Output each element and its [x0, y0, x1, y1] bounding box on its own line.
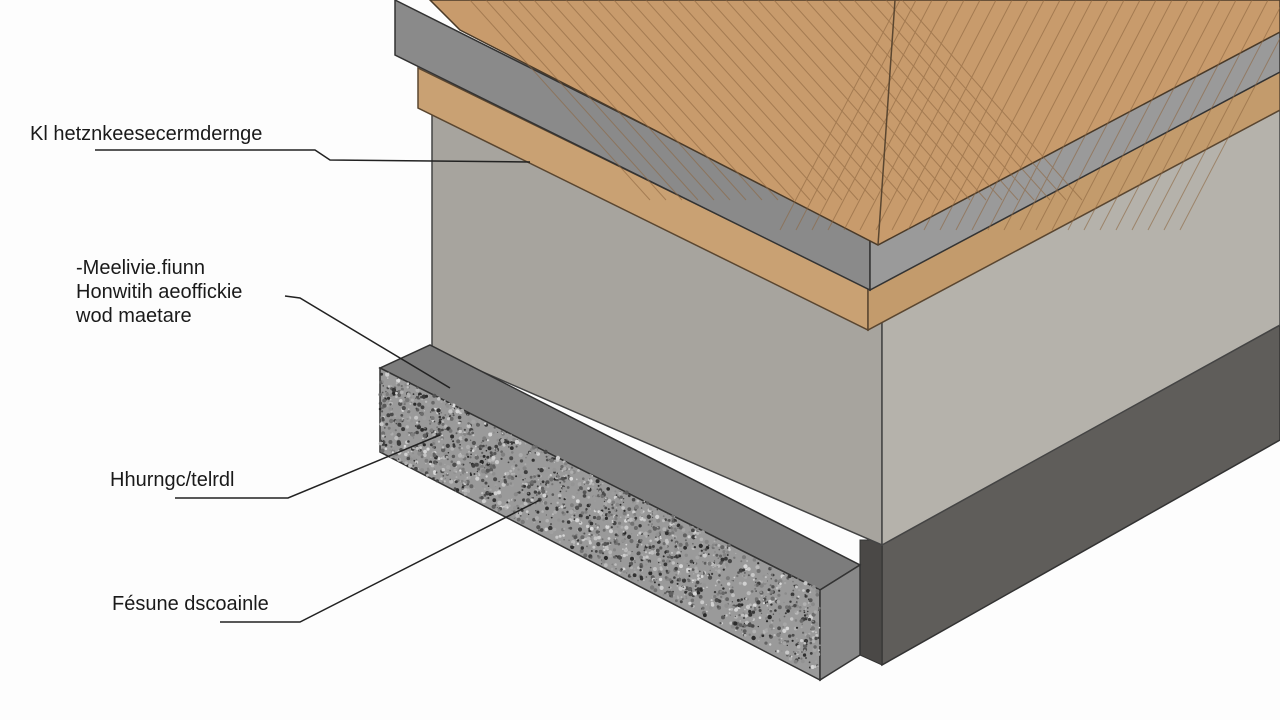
leader-line-1	[95, 149, 531, 163]
label-4-text: Fésune dscoainle	[112, 593, 269, 615]
label-2-line-3: wod maetare	[76, 305, 192, 327]
label-1-text: Kl hetznkeesecermdernge	[30, 123, 263, 145]
roof-hip-line	[877, 0, 896, 246]
label-3-text: Hhurngc/telrdl	[110, 469, 235, 491]
leader-line-2	[284, 295, 451, 389]
label-1: Kl hetznkeesecermdernge	[30, 122, 262, 146]
label-2: -Meelivie.fiunn Honwitih aeoffickie wod …	[76, 256, 242, 328]
gravel-end-face	[819, 563, 861, 682]
label-4: Fésune dscoainle	[112, 592, 269, 616]
leader-line-3	[175, 434, 441, 499]
wood-grain	[469, 0, 1280, 231]
wood-roof-surface	[428, 0, 1280, 246]
label-2-line-1: -Meelivie.fiunn	[76, 257, 205, 279]
gravel-texture	[378, 372, 821, 669]
leader-line-4	[220, 499, 541, 623]
base-plinth-corner	[859, 539, 883, 666]
label-2-line-2: Honwitih aeoffickie	[76, 281, 243, 303]
label-3: Hhurngc/telrdl	[110, 468, 235, 492]
